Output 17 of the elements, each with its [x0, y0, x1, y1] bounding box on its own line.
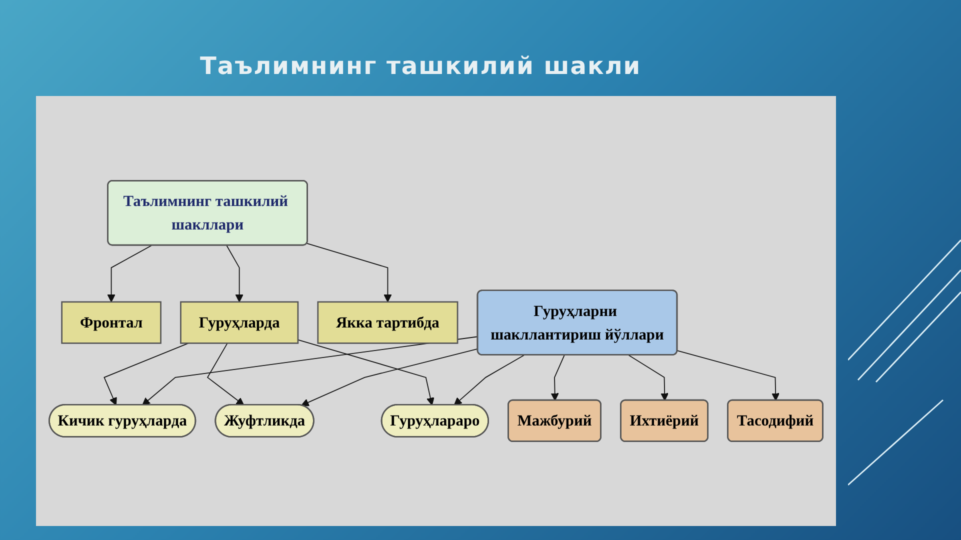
- arrow: [226, 245, 244, 302]
- arrow: [454, 354, 524, 406]
- node-box: [61, 301, 162, 344]
- arrow: [306, 242, 392, 302]
- node-box: [180, 301, 299, 344]
- arrow: [301, 348, 478, 406]
- arrow: [550, 354, 565, 401]
- arrow: [142, 336, 478, 406]
- node-box: [317, 301, 458, 344]
- diagram-background: Таълимнинг ташкилий шакллари Фронтал Гуруҳларда Якка тартибда Кичик гуруҳларда Жуфтликда Гуруҳлараро Гуруҳларни шакллантириш йўллари Мажбурий Ихтиёрий Тасодифий: [36, 96, 836, 526]
- arrow: [298, 339, 434, 406]
- arrow: [676, 350, 780, 401]
- arrow: [104, 342, 189, 406]
- slide-title: Таълимнинг ташкилий шакли: [200, 52, 642, 80]
- arrow: [628, 354, 669, 401]
- arrow: [206, 342, 244, 406]
- arrow: [107, 245, 152, 302]
